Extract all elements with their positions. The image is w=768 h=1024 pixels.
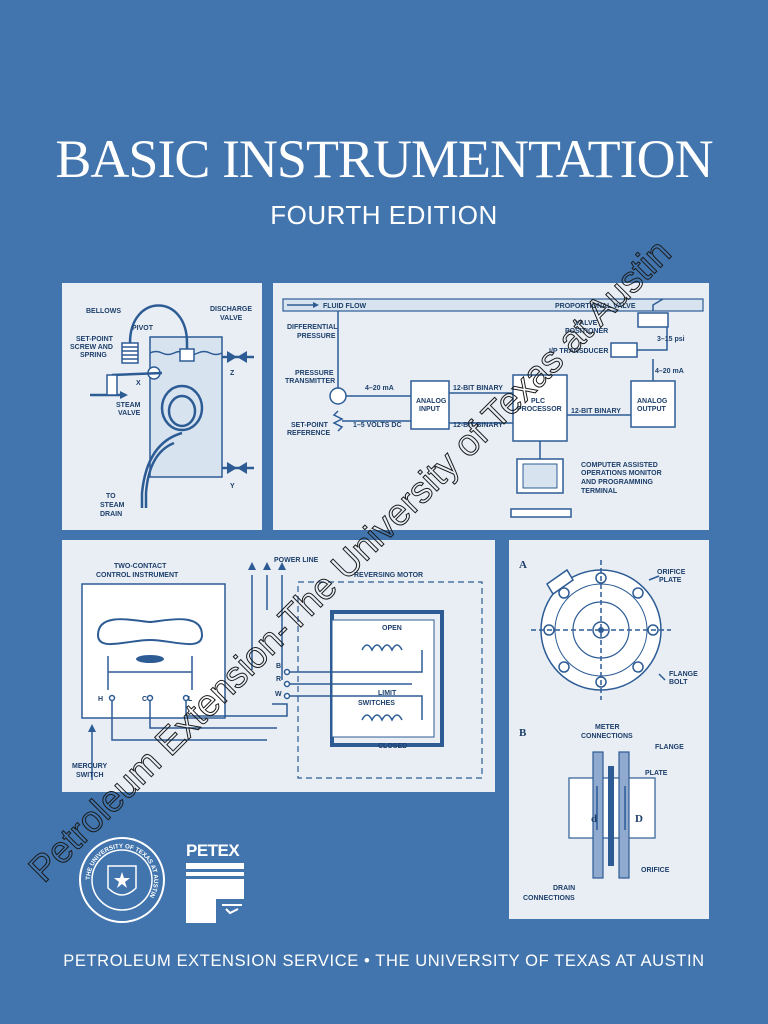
label-discharge-2: VALVE	[220, 315, 243, 322]
label-computer-3: AND PROGRAMMING	[581, 479, 653, 486]
reversing-motor-diagram: TWO-CONTACT CONTROL INSTRUMENT POWER LIN…	[62, 540, 495, 792]
orifice-plate-diagram: A B ORIFICE PLATE FLANGE BOLT METER CONN…	[509, 540, 709, 919]
seal-text: THE UNIVERSITY OF TEXAS AT AUSTIN	[85, 843, 159, 899]
label-drain-2: CONNECTIONS	[523, 895, 575, 902]
label-reversing-motor: REVERSING MOTOR	[354, 572, 423, 579]
plc-control-diagram: FLUID FLOW PROPORTIONAL VALVE DIFFERENTI…	[273, 283, 709, 530]
label-plc-2: PROCESSOR	[517, 406, 562, 413]
label-ma-2: 4–20 mA	[655, 368, 684, 375]
label-section-a: A	[519, 559, 527, 571]
label-c: C	[142, 696, 147, 703]
label-meter-1: METER	[595, 724, 620, 731]
petex-logo: PETEX	[186, 842, 246, 926]
label-section-b: B	[519, 727, 527, 739]
label-valve-positioner-2: POSITIONER	[565, 328, 608, 335]
label-binary-1: 12-BIT BINARY	[453, 385, 503, 392]
label-two-contact-1: TWO-CONTACT	[114, 563, 167, 570]
label-ip-transducer: I/P TRANSDUCER	[549, 348, 608, 355]
label-flange-bolt-1: FLANGE	[669, 671, 698, 678]
label-pivot: PIVOT	[132, 325, 154, 332]
label-discharge-1: DISCHARGE	[210, 306, 252, 313]
label-orifice: ORIFICE	[641, 867, 670, 874]
label-y: Y	[230, 483, 235, 490]
label-open: OPEN	[382, 625, 402, 632]
label-computer-1: COMPUTER ASSISTED	[581, 462, 658, 469]
label-setpoint-ref-2: REFERENCE	[287, 430, 331, 437]
petex-wordmark: PETEX	[186, 841, 240, 860]
steam-heater-diagram: BELLOWS PIVOT DISCHARGE VALVE SET-POINT …	[62, 283, 262, 530]
label-limit-2: SWITCHES	[358, 700, 395, 707]
label-drain-3: DRAIN	[100, 511, 122, 518]
label-analog-output-1: ANALOG	[637, 398, 668, 405]
label-pressure-transmitter-2: TRANSMITTER	[285, 378, 335, 385]
label-two-contact-2: CONTROL INSTRUMENT	[96, 572, 179, 579]
label-limit-1: LIMIT	[378, 690, 397, 697]
university-seal: THE UNIVERSITY OF TEXAS AT AUSTIN	[78, 836, 166, 924]
label-d-small: d	[591, 813, 597, 825]
label-analog-input-1: ANALOG	[416, 398, 447, 405]
label-setpoint-3: SPRING	[80, 352, 107, 359]
label-drain-2: STEAM	[100, 502, 125, 509]
label-bellows: BELLOWS	[86, 308, 121, 315]
label-mercury-1: MERCURY	[72, 763, 107, 770]
label-differential-1: DIFFERENTIAL	[287, 324, 338, 331]
label-analog-output-2: OUTPUT	[637, 406, 667, 413]
book-title: BASIC INSTRUMENTATION	[55, 129, 713, 189]
label-closed: CLOSED	[378, 743, 407, 750]
label-d-big: D	[635, 813, 643, 825]
label-computer-4: TERMINAL	[581, 488, 618, 495]
label-flange: FLANGE	[655, 744, 684, 751]
label-plc-1: PLC	[531, 398, 545, 405]
label-volts-dc: 1–5 VOLTS DC	[353, 422, 402, 429]
label-z: Z	[230, 370, 235, 377]
label-binary-2: 12-BIT BINARY	[453, 422, 503, 429]
label-proportional-valve: PROPORTIONAL VALVE	[555, 303, 636, 310]
label-r: R	[276, 676, 281, 683]
label-differential-2: PRESSURE	[297, 333, 336, 340]
footer-publisher: PETROLEUM EXTENSION SERVICE • THE UNIVER…	[63, 952, 705, 970]
label-analog-input-2: INPUT	[419, 406, 441, 413]
label-plate: PLATE	[645, 770, 668, 777]
label-ma-1: 4–20 mA	[365, 385, 394, 392]
label-psi: 3–15 psi	[657, 336, 685, 343]
label-orifice-plate-2: PLATE	[659, 577, 682, 584]
label-power-line: POWER LINE	[274, 557, 319, 564]
label-x: X	[136, 380, 141, 387]
label-setpoint-1: SET-POINT	[76, 336, 114, 343]
label-meter-2: CONNECTIONS	[581, 733, 633, 740]
label-steam-valve-1: STEAM	[116, 402, 141, 409]
label-computer-2: OPERATIONS MONITOR	[581, 470, 662, 477]
label-setpoint-ref-1: SET-POINT	[291, 422, 329, 429]
label-drain-1: TO	[106, 493, 116, 500]
label-setpoint-2: SCREW AND	[70, 344, 113, 351]
label-drain-1: DRAIN	[553, 885, 575, 892]
label-h: H	[98, 696, 103, 703]
label-flange-bolt-2: BOLT	[669, 679, 688, 686]
label-binary-3: 12-BIT BINARY	[571, 408, 621, 415]
label-fluid-flow: FLUID FLOW	[323, 303, 367, 310]
edition-subtitle: FOURTH EDITION	[270, 200, 498, 230]
label-mercury-2: SWITCH	[76, 772, 104, 779]
label-orifice-plate-1: ORIFICE	[657, 569, 686, 576]
label-w: W	[275, 691, 282, 698]
label-steam-valve-2: VALVE	[118, 410, 141, 417]
label-valve-positioner-1: VALVE	[575, 320, 598, 327]
label-pressure-transmitter-1: PRESSURE	[295, 370, 334, 377]
svg-text:THE UNIVERSITY OF TEXAS AT AUS: THE UNIVERSITY OF TEXAS AT AUSTIN	[85, 843, 159, 899]
label-l: L	[188, 696, 193, 703]
label-b: B	[276, 663, 281, 670]
